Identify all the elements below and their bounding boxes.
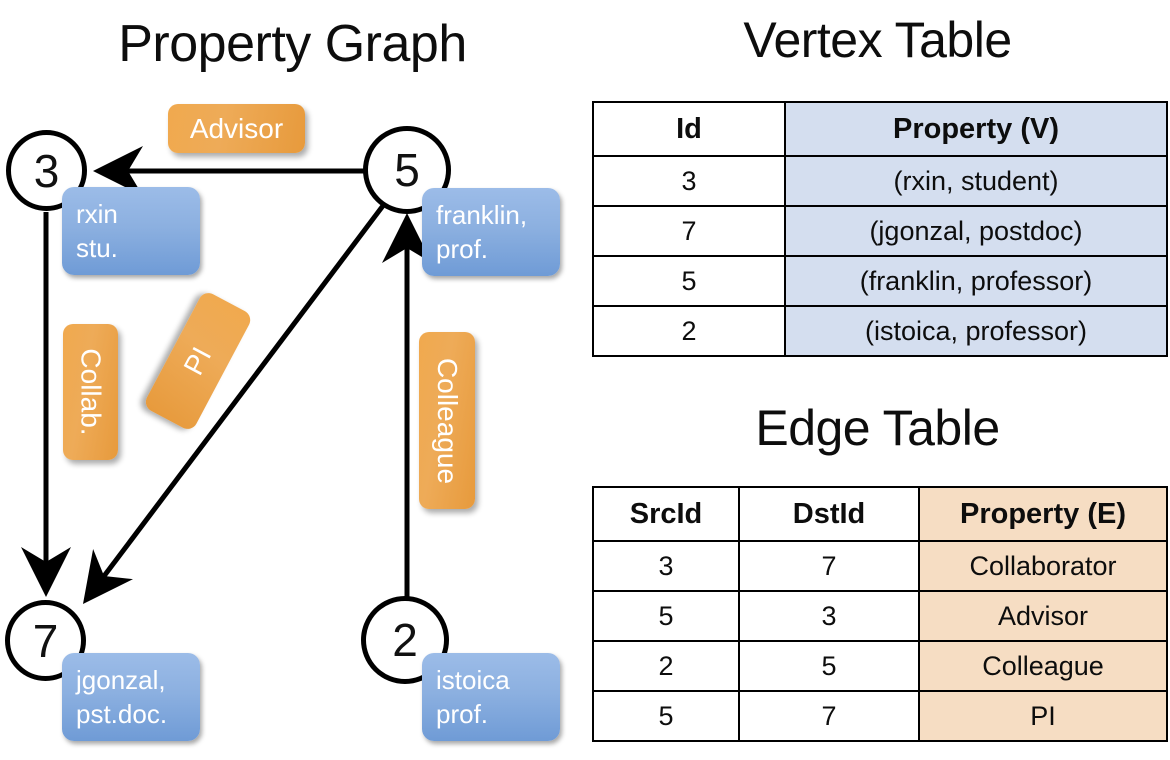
edge-dstid-cell: 7 <box>740 692 918 740</box>
vertex-table-col-property: Property (V) <box>786 103 1166 155</box>
edge-property-cell: Advisor <box>920 592 1166 640</box>
edge-table-header-row: SrcId DstId Property (E) <box>594 488 1166 540</box>
graph-node-3-label: 3 <box>33 144 60 197</box>
edge-label-collab: Collab. <box>63 324 118 460</box>
edge-table-col-dstid: DstId <box>740 488 918 540</box>
table-row: 5 7 PI <box>594 692 1166 740</box>
vertex-id-cell: 7 <box>594 207 784 255</box>
edge-srcid-cell: 3 <box>594 542 738 590</box>
edge-srcid-cell: 5 <box>594 592 738 640</box>
vertex-property-line-2: stu. <box>76 233 118 263</box>
vertex-property-line-2: prof. <box>436 234 489 264</box>
vertex-table-col-id: Id <box>594 103 784 155</box>
vertex-property-line-1: rxin <box>76 199 118 229</box>
vertex-property-cell: (istoica, professor) <box>786 307 1166 355</box>
edge-dstid-cell: 3 <box>740 592 918 640</box>
edge-dstid-cell: 7 <box>740 542 918 590</box>
edge-label-collab-text: Collab. <box>75 348 107 436</box>
edge-5-to-7 <box>82 201 387 604</box>
vertex-property-cell: (rxin, student) <box>786 157 1166 205</box>
table-row: 7 (jgonzal, postdoc) <box>594 207 1166 255</box>
graph-node-7-label: 7 <box>32 614 59 667</box>
edge-label-advisor: Advisor <box>168 104 305 153</box>
vertex-property-box-7: jgonzal, pst.doc. <box>62 653 200 741</box>
edge-table: SrcId DstId Property (E) 3 7 Collaborato… <box>592 486 1168 742</box>
vertex-property-box-5: franklin, prof. <box>422 188 560 276</box>
vertex-property-cell: (franklin, professor) <box>786 257 1166 305</box>
vertex-property-line-1: franklin, <box>436 200 528 230</box>
table-row: 3 7 Collaborator <box>594 542 1166 590</box>
page-title-edge-table: Edge Table <box>755 400 1000 456</box>
vertex-id-cell: 5 <box>594 257 784 305</box>
table-row: 5 3 Advisor <box>594 592 1166 640</box>
table-row: 2 5 Colleague <box>594 642 1166 690</box>
edge-srcid-cell: 5 <box>594 692 738 740</box>
edge-label-advisor-text: Advisor <box>189 112 284 144</box>
vertex-property-cell: (jgonzal, postdoc) <box>786 207 1166 255</box>
vertex-property-line-1: jgonzal, <box>76 665 166 695</box>
vertex-table-header-row: Id Property (V) <box>594 103 1166 155</box>
vertex-property-box-2: istoica prof. <box>422 653 560 741</box>
vertex-property-line-2: pst.doc. <box>76 699 168 729</box>
edge-property-cell: Collaborator <box>920 542 1166 590</box>
edge-table-col-srcid: SrcId <box>594 488 738 540</box>
graph-node-2-label: 2 <box>392 614 418 666</box>
edge-label-colleague-text: Colleague <box>432 357 464 484</box>
graph-node-2[interactable]: 2 <box>361 596 449 684</box>
graph-node-5-label: 5 <box>394 144 420 196</box>
vertex-property-box-3: rxin stu. <box>62 187 200 275</box>
page-title-vertex-table: Vertex Table <box>743 12 1012 68</box>
vertex-property-line-1: istoica <box>436 665 510 695</box>
edge-srcid-cell: 2 <box>594 642 738 690</box>
property-graph-diagram: 3 5 7 2 rxin stu. franklin, prof. jgonza… <box>5 104 560 741</box>
graph-edges-layer <box>21 146 432 604</box>
page-title-property-graph: Property Graph <box>118 15 467 73</box>
vertex-property-line-2: prof. <box>436 699 489 729</box>
edge-label-pi-text: PI <box>177 341 218 380</box>
table-row: 3 (rxin, student) <box>594 157 1166 205</box>
table-row: 2 (istoica, professor) <box>594 307 1166 355</box>
edge-property-cell: Colleague <box>920 642 1166 690</box>
vertex-id-cell: 2 <box>594 307 784 355</box>
graph-node-5[interactable]: 5 <box>363 126 451 214</box>
edge-property-cell: PI <box>920 692 1166 740</box>
edge-dstid-cell: 5 <box>740 642 918 690</box>
edge-label-colleague: Colleague <box>419 332 475 509</box>
vertex-id-cell: 3 <box>594 157 784 205</box>
edge-table-col-property: Property (E) <box>920 488 1166 540</box>
table-row: 5 (franklin, professor) <box>594 257 1166 305</box>
vertex-table: Id Property (V) 3 (rxin, student) 7 (jgo… <box>592 101 1168 357</box>
